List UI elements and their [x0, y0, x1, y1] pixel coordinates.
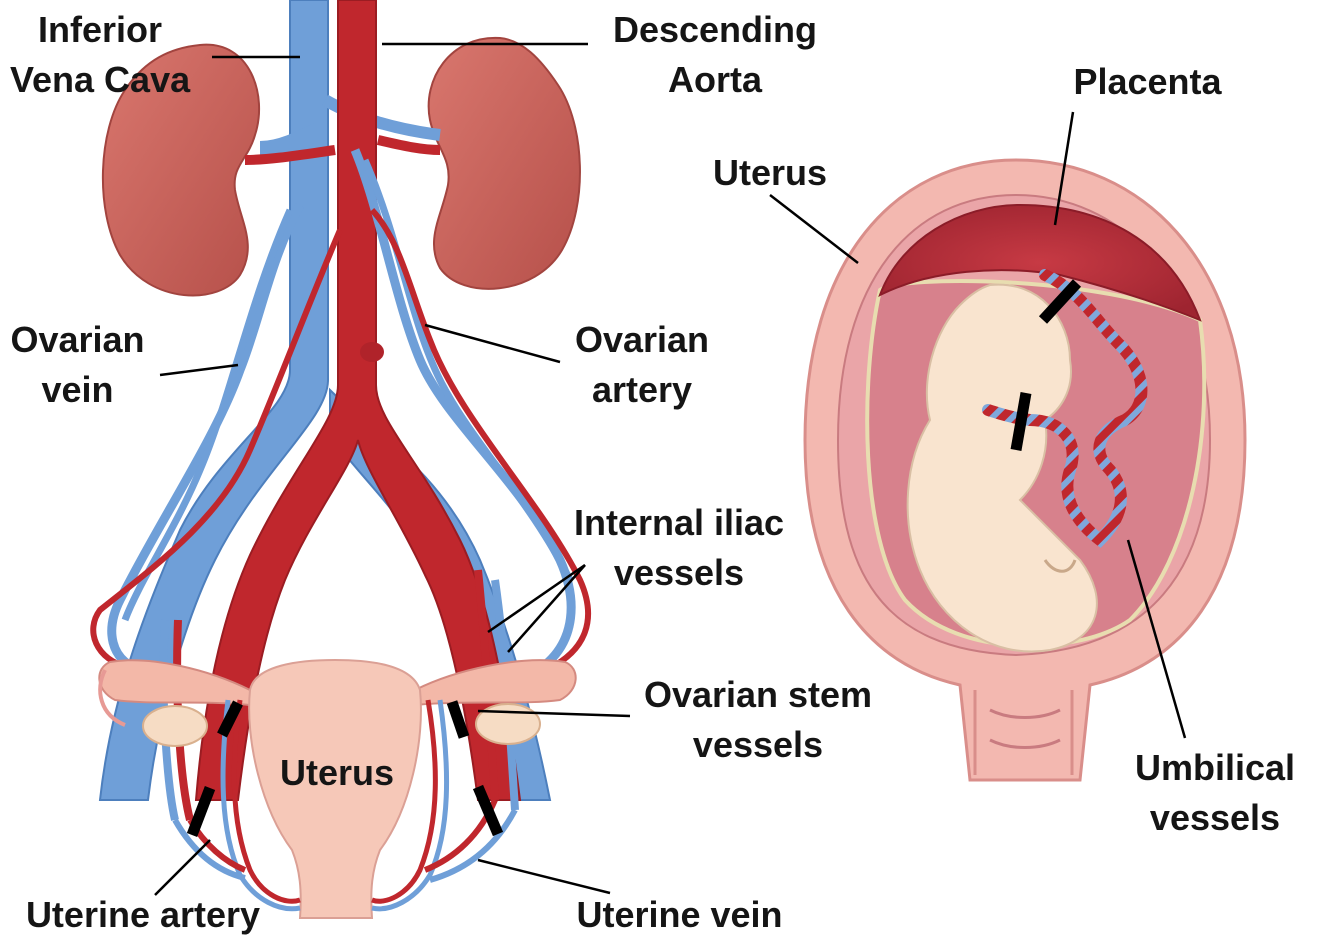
label-uterine-artery: Uterine artery [8, 890, 278, 939]
label-inferior-vena-cava: Inferior Vena Cava [10, 5, 190, 105]
label-inferior-vena-cava-line2: Vena Cava [10, 55, 190, 105]
label-umbilical-vessels: Umbilical vessels [1130, 743, 1300, 843]
label-internal-iliac-line2: vessels [560, 548, 798, 598]
label-ovarian-vein: Ovarian vein [0, 315, 155, 415]
label-umbilical-line2: vessels [1130, 793, 1300, 843]
label-inferior-vena-cava-line1: Inferior [10, 5, 190, 55]
label-ovarian-vein-line1: Ovarian [0, 315, 155, 365]
leader-uterus-right [770, 195, 858, 263]
label-uterus-right: Uterus [700, 148, 840, 198]
leader-uterine-vein [478, 860, 610, 893]
label-ovarian-artery: Ovarian artery [562, 315, 722, 415]
label-uterus-left-text: Uterus [262, 748, 412, 798]
leader-uterine-artery [155, 840, 210, 895]
label-uterine-vein: Uterine vein [562, 890, 797, 939]
label-ovarian-artery-line1: Ovarian [562, 315, 722, 365]
label-placenta-text: Placenta [1065, 57, 1230, 107]
leader-ovarian-artery [425, 325, 560, 362]
label-ovarian-stem-line1: Ovarian stem [628, 670, 888, 720]
label-descending-aorta-line1: Descending [600, 5, 830, 55]
label-uterine-artery-text: Uterine artery [8, 890, 278, 939]
kidney-right [429, 38, 580, 289]
label-ovarian-vein-line2: vein [0, 365, 155, 415]
leader-ovarian-vein [160, 365, 238, 375]
label-descending-aorta-line2: Aorta [600, 55, 830, 105]
label-internal-iliac-line1: Internal iliac [560, 498, 798, 548]
label-descending-aorta: Descending Aorta [600, 5, 830, 105]
label-ovarian-artery-line2: artery [562, 365, 722, 415]
label-uterus-right-text: Uterus [700, 148, 840, 198]
label-ovarian-stem-vessels: Ovarian stem vessels [628, 670, 888, 770]
label-umbilical-line1: Umbilical [1130, 743, 1300, 793]
label-uterus-left: Uterus [262, 748, 412, 798]
label-internal-iliac-vessels: Internal iliac vessels [560, 498, 798, 598]
label-placenta: Placenta [1065, 57, 1230, 107]
label-ovarian-stem-line2: vessels [628, 720, 888, 770]
label-uterine-vein-text: Uterine vein [562, 890, 797, 939]
